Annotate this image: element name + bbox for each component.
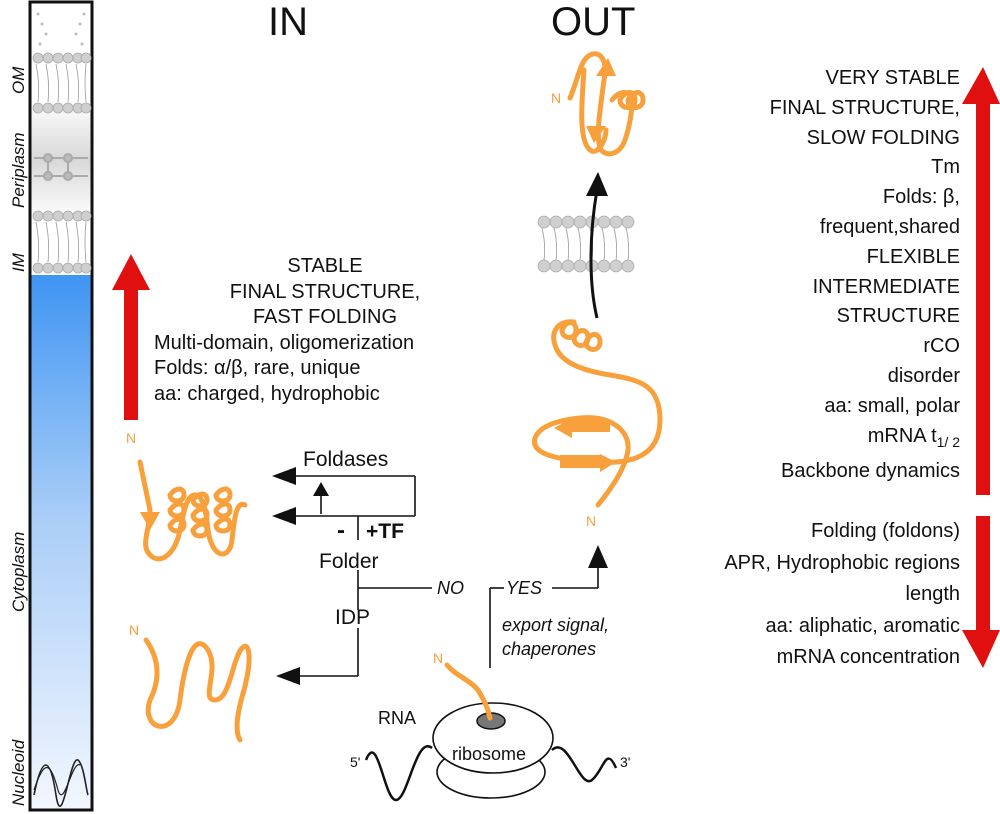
nascent-chain	[444, 662, 493, 721]
no-label: NO	[437, 578, 464, 598]
out-up-11: aa: small, polar	[824, 394, 960, 417]
folder-label: Folder	[319, 550, 379, 573]
beta-strand-arrowheads	[140, 58, 616, 530]
out-red-arrow-up	[962, 67, 1000, 495]
five-prime-label: 5'	[350, 754, 361, 770]
header-out: OUT	[551, 0, 636, 44]
out-down-0: Folding (foldons)	[811, 520, 960, 542]
out-down-3: aa: aliphatic, aromatic	[765, 614, 960, 637]
ribosome-shape	[432, 702, 554, 799]
in-red-arrow	[112, 254, 150, 420]
yes-label: YES	[506, 578, 543, 598]
mrna-strand	[364, 745, 618, 802]
in-prop-3: Multi-domain, oligomerization	[154, 331, 415, 354]
out-final-protein	[567, 51, 635, 157]
out-properties-down: Folding (foldons) APR, Hydrophobic regio…	[690, 516, 960, 674]
out-down-1: APR, Hydrophobic regions	[724, 551, 960, 574]
in-prop-0: STABLE	[287, 255, 363, 277]
mrna-half-life: mRNA t1/ 2	[690, 422, 960, 458]
plus-tf-label: +TF	[366, 520, 404, 543]
rna-label: RNA	[378, 708, 417, 728]
export-arrow	[589, 189, 599, 319]
in-prop-2: FAST FOLDING	[252, 306, 398, 328]
chaperones-label: chaperones	[502, 639, 597, 659]
out-up-6: FLEXIBLE	[866, 245, 960, 268]
out-down-4: mRNA concentration	[776, 646, 960, 668]
out-up-4: Folds: β,	[882, 186, 960, 209]
foldases-label: Foldases	[303, 448, 389, 471]
label-im: IM	[9, 253, 28, 272]
mrna-half-life-subscript: 1/ 2	[936, 433, 960, 450]
out-up-5: frequent,shared	[819, 215, 960, 238]
n-terminus-in-folded: N	[126, 430, 137, 446]
in-prop-5: aa: charged, hydrophobic	[154, 382, 380, 405]
in-prop-1: FINAL STRUCTURE,	[229, 280, 421, 303]
out-up-0: VERY STABLE	[825, 67, 960, 89]
inner-membrane	[32, 210, 92, 274]
out-up-8: STRUCTURE	[836, 305, 960, 328]
backbone-dynamics: Backbone dynamics	[781, 460, 960, 483]
out-properties-up: VERY STABLE FINAL STRUCTURE, SLOW FOLDIN…	[690, 64, 960, 487]
three-prime-label: 3'	[620, 754, 631, 770]
out-up-7: INTERMEDIATE	[812, 275, 960, 298]
out-up-1: FINAL STRUCTURE,	[769, 96, 960, 119]
outer-membrane	[32, 52, 92, 114]
peptidoglycan	[34, 153, 88, 181]
in-prop-4: Folds: α/β, rare, unique	[154, 357, 361, 379]
n-terminus-intermediate: N	[586, 513, 597, 529]
n-terminus-nascent: N	[433, 650, 444, 666]
cell-column	[28, 0, 94, 812]
n-terminus-idp: N	[129, 622, 140, 638]
label-cytoplasm: Cytoplasm	[9, 531, 28, 612]
out-red-arrow-down	[962, 516, 1000, 668]
out-up-10: disorder	[887, 364, 960, 387]
flow-arrowheads	[272, 467, 608, 685]
out-down-2: length	[905, 583, 961, 605]
export-signal-label: export signal,	[502, 615, 610, 635]
mrna-half-life-prefix: mRNA t	[867, 424, 937, 447]
n-terminus-out-final: N	[551, 90, 562, 106]
label-nucleoid: Nucleoid	[9, 739, 28, 806]
export-membrane	[537, 215, 635, 273]
out-up-2: SLOW FOLDING	[806, 126, 960, 149]
label-om: OM	[9, 66, 28, 94]
in-properties: STABLE FINAL STRUCTURE, FAST FOLDING Mul…	[150, 254, 500, 407]
flow-lines	[290, 475, 599, 677]
out-up-9: rCO	[923, 335, 960, 358]
idp-label: IDP	[335, 606, 371, 629]
header-in: IN	[268, 0, 308, 44]
minus-label: -	[337, 517, 345, 544]
nucleoid-dna	[33, 759, 89, 807]
ribosome-label: ribosome	[452, 744, 527, 764]
idp-chain	[143, 637, 252, 743]
label-periplasm: Periplasm	[9, 132, 28, 208]
out-up-3: Tm	[931, 156, 960, 179]
